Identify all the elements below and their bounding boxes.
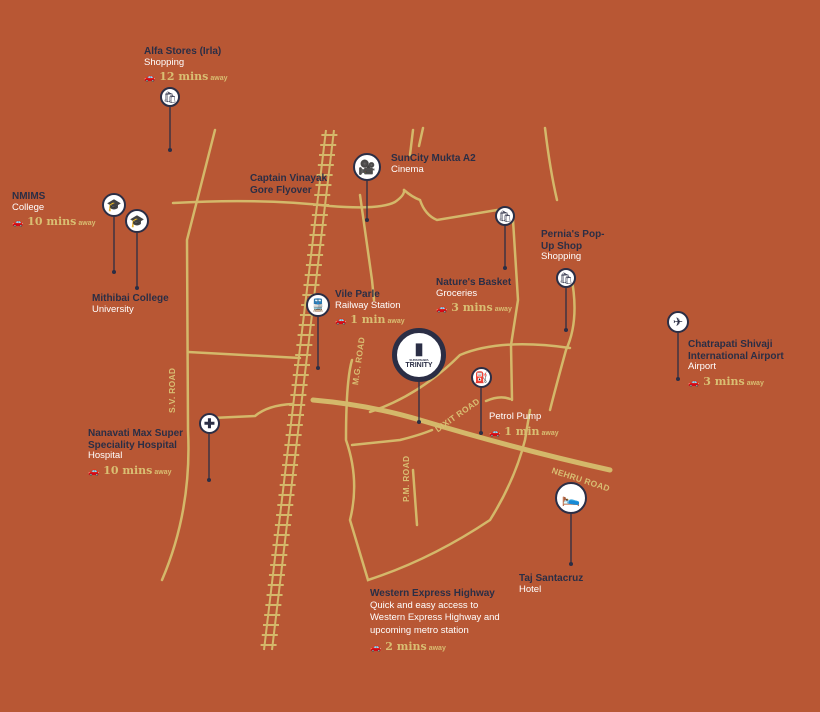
pin-dot [503, 266, 507, 270]
rail-line [271, 129, 335, 651]
car-icon: 🚗 [88, 466, 100, 477]
fuel-pump-icon[interactable]: ⛽ [471, 367, 492, 388]
pin-dot [316, 366, 320, 370]
car-icon: 🚗 [335, 316, 347, 327]
pin-dot [112, 270, 116, 274]
car-icon: 🚗 [370, 642, 382, 653]
pin-dot [168, 148, 172, 152]
pin-dot [365, 218, 369, 222]
pin-dot [417, 420, 421, 424]
car-icon: 🚗 [12, 218, 24, 229]
pin-dot [207, 478, 211, 482]
pin-dot [676, 377, 680, 381]
place-nanavati-hospital: Nanavati Max Super Speciality Hospital H… [88, 428, 184, 477]
road-label-pm: P.M. ROAD [401, 455, 411, 502]
place-taj-santacruz: Taj Santacruz Hotel [519, 573, 584, 595]
shopping-bag-icon[interactable]: 🛍 [556, 268, 576, 288]
medical-cross-icon[interactable]: ✚ [199, 413, 220, 434]
car-icon: 🚗 [688, 377, 700, 388]
project-logo-subtext: SUPARSHWA [409, 357, 429, 362]
movie-camera-icon[interactable]: 🎥 [353, 153, 381, 181]
shopping-bag-icon[interactable]: 🛍 [160, 87, 180, 107]
car-icon: 🚗 [489, 427, 501, 438]
pin-dot [564, 328, 568, 332]
car-icon: 🚗 [436, 304, 448, 315]
train-icon[interactable]: 🚆 [306, 293, 330, 317]
flyover-road [171, 188, 406, 209]
road-label-sv: S.V. ROAD [167, 367, 177, 413]
place-airport: Chatrapati Shivaji International Airport… [688, 339, 784, 388]
pin-dot [135, 286, 139, 290]
airplane-icon[interactable]: ✈ [667, 311, 689, 333]
place-flyover: Captain Vinayak Gore Flyover [250, 173, 328, 196]
rail-line [263, 129, 327, 651]
place-western-express-highway: Western Express Highway Quick and easy a… [370, 588, 500, 653]
pin-dot [569, 562, 573, 566]
mg-road [358, 193, 376, 302]
building-logo-icon: ▮ [414, 340, 424, 358]
nehru-road [310, 397, 613, 473]
place-mithibai: Mithibai College University [92, 293, 169, 315]
shopping-bag-icon[interactable]: 🛍 [495, 206, 515, 226]
pin-dot [479, 431, 483, 435]
graduation-cap-icon[interactable]: 🎓 [102, 193, 126, 217]
place-pernia: Pernia's Pop-Up Shop Shopping [541, 229, 605, 262]
car-icon: 🚗 [144, 73, 156, 84]
project-pin-trinity[interactable]: ▮ SUPARSHWA TRINITY [392, 328, 446, 382]
bed-icon[interactable]: 🛌 [555, 482, 587, 514]
place-suncity: SunCity Mukta A2 Cinema [391, 153, 476, 175]
railway-track [260, 129, 338, 651]
project-logo-text: TRINITY [405, 361, 433, 369]
sv-road [160, 128, 217, 582]
graduation-cap-icon[interactable]: 🎓 [125, 209, 149, 233]
